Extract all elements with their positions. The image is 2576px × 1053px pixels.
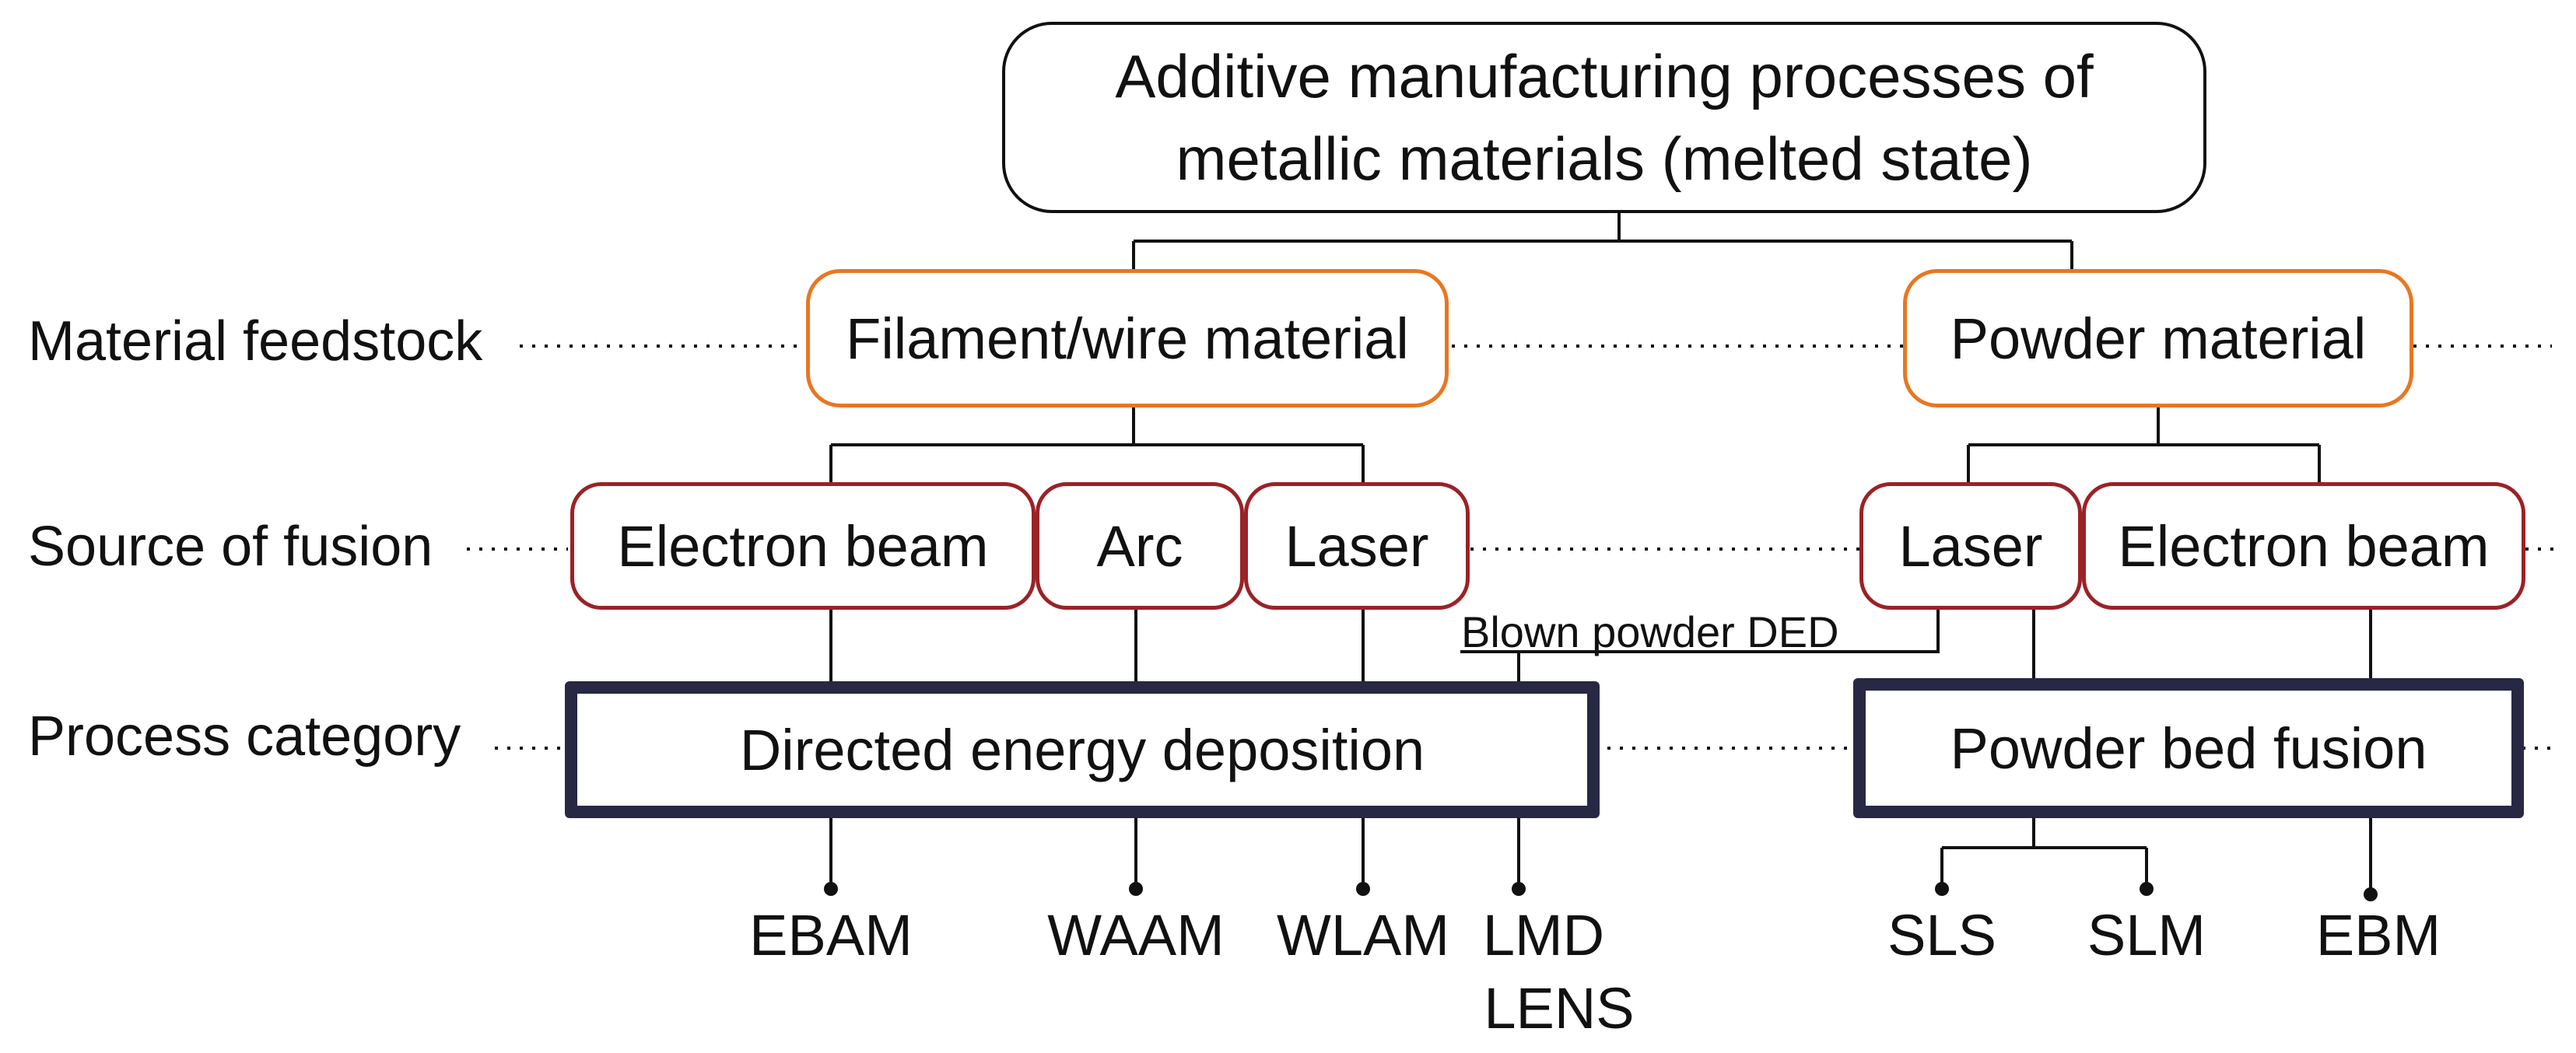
pbf-inputs xyxy=(2032,610,2372,684)
row-label-category: Process category xyxy=(28,705,461,768)
source-electron-beam-right: Electron beam xyxy=(2082,482,2525,610)
root-title-line2: metallic materials (melted state) xyxy=(1176,124,2033,193)
source-label: Laser xyxy=(1898,513,2043,579)
dot-lmd xyxy=(1512,882,1526,896)
row-label-feedstock: Material feedstock xyxy=(28,310,483,373)
source-label: Arc xyxy=(1096,513,1183,579)
leaf-dots xyxy=(824,882,2378,901)
leaf-ebam: EBAM xyxy=(749,903,913,967)
dot-sls xyxy=(1935,882,1949,896)
leaf-lmd: LMD xyxy=(1482,903,1605,967)
dotted-guides xyxy=(467,345,2560,750)
leaf-wlam: WLAM xyxy=(1277,903,1449,967)
blown-powder-ded-annotation: Blown powder DED xyxy=(1461,607,1839,656)
dot-ebm xyxy=(2364,887,2378,901)
leaf-sls: SLS xyxy=(1887,903,1996,967)
source-label: Electron beam xyxy=(617,513,989,579)
category-powder-bed-fusion: Powder bed fusion xyxy=(1853,678,2524,818)
leaf-lens: LENS xyxy=(1484,976,1635,1041)
ded-outputs xyxy=(829,818,1520,889)
category-ded-label: Directed energy deposition xyxy=(739,717,1425,782)
source-arc: Arc xyxy=(1036,482,1244,610)
row-label-fusion: Source of fusion xyxy=(28,516,433,578)
powder-connector xyxy=(1967,408,2321,482)
feedstock-powder: Powder material xyxy=(1903,269,2413,408)
category-directed-energy-deposition: Directed energy deposition xyxy=(565,681,1600,818)
root-connector xyxy=(1132,213,2073,269)
source-laser-right: Laser xyxy=(1859,482,2082,610)
source-laser-left: Laser xyxy=(1244,482,1470,610)
feedstock-powder-label: Powder material xyxy=(1950,306,2367,371)
feedstock-filament-wire: Filament/wire material xyxy=(806,269,1449,408)
filament-connector xyxy=(829,408,1365,482)
dot-wlam xyxy=(1356,882,1370,896)
leaf-slm: SLM xyxy=(2087,903,2206,967)
dot-waam xyxy=(1129,882,1143,896)
leaf-ebm: EBM xyxy=(2315,903,2441,967)
dot-slm xyxy=(2140,882,2154,896)
feedstock-filament-label: Filament/wire material xyxy=(846,306,1409,371)
source-electron-beam-left: Electron beam xyxy=(570,482,1036,610)
tree-connectors xyxy=(829,213,2372,894)
source-label: Electron beam xyxy=(2118,513,2490,579)
leaf-waam: WAAM xyxy=(1047,903,1225,967)
root-title-line1: Additive manufacturing processes of xyxy=(1115,42,2094,110)
root-node: Additive manufacturing processes of meta… xyxy=(1002,22,2206,213)
dot-ebam xyxy=(824,882,838,896)
category-pbf-label: Powder bed fusion xyxy=(1950,715,2427,781)
pbf-outputs xyxy=(1940,818,2372,894)
ded-inputs xyxy=(829,610,1365,684)
blown-powder-link xyxy=(1460,610,1940,684)
source-label: Laser xyxy=(1284,513,1429,579)
